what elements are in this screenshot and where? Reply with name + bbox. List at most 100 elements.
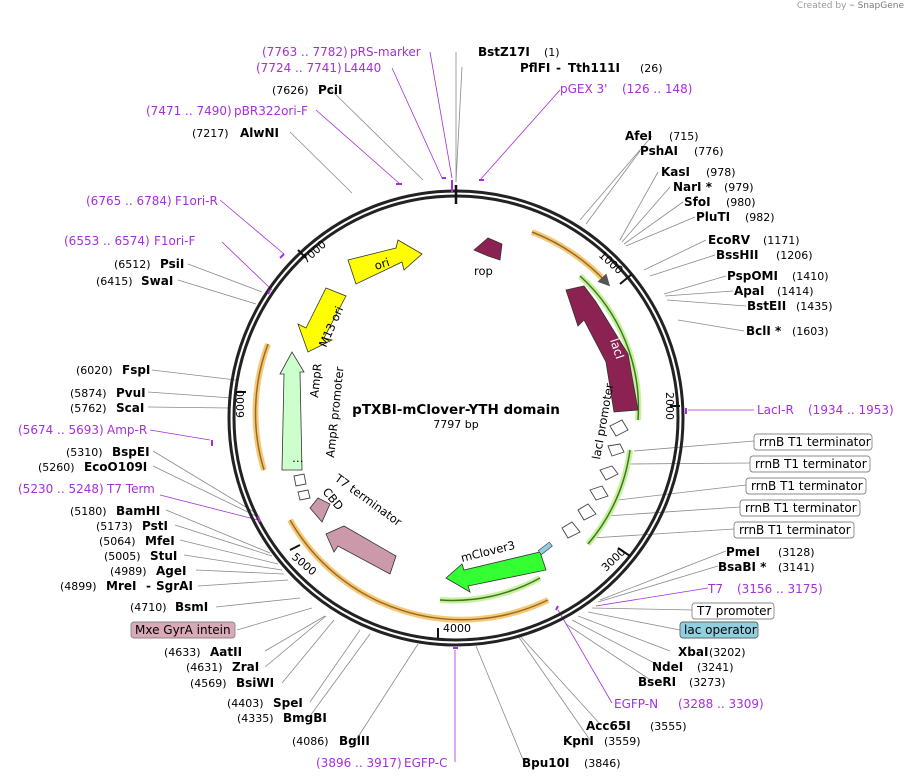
rrnb-2-label: rrnB T1 terminator <box>755 457 867 471</box>
bsiwi-enzyme: BsiWI <box>236 676 274 690</box>
primer-amp-r-name: Amp-R <box>107 423 147 437</box>
primer-t7-term-name: T7 Term <box>106 482 155 496</box>
bglii-enzyme: BglII <box>339 734 370 748</box>
bsteii-pos: (1435) <box>796 300 833 313</box>
ecorv-enzyme: EcoRV <box>708 233 751 247</box>
primer-egfp-c-range: (3896 .. 3917) <box>316 756 402 770</box>
laci-arrow <box>565 285 639 413</box>
ampr-label: AmpR <box>307 363 325 399</box>
tick-2000: 2000 <box>663 392 676 420</box>
terminator-glyphs <box>561 443 625 539</box>
ndei-enzyme: NdeI <box>652 660 683 674</box>
rrnb-4-label: rrnB T1 terminator <box>745 501 857 515</box>
pmei-enzyme: PmeI <box>726 545 760 559</box>
m13-ori-arrow <box>297 287 347 353</box>
svg-text:-: - <box>146 579 151 593</box>
kpni-enzyme: KpnI <box>563 734 594 748</box>
boxed-rrnb-1: rrnB T1 terminator <box>753 433 873 451</box>
pshai-pos: (776) <box>694 145 724 158</box>
stui-pos: (5005) <box>104 550 141 563</box>
rrnb-5-label: rrnB T1 terminator <box>739 523 851 537</box>
zrai-pos: (4631) <box>186 661 223 674</box>
xbai-enzyme: XbaI <box>678 645 708 659</box>
bsmi-enzyme: BsmI <box>175 600 208 614</box>
rop-arrow <box>473 237 503 261</box>
boxed-t7-promoter: T7 promoter <box>691 602 775 620</box>
scai-enzyme: ScaI <box>116 401 144 415</box>
ndei-pos: (3241) <box>697 661 734 674</box>
ori-arrow <box>347 239 423 285</box>
plasmid-name: pTXBI-mClover-YTH domain <box>352 402 560 418</box>
agei-enzyme: AgeI <box>156 564 186 578</box>
bseri-pos: (3273) <box>689 676 726 689</box>
psti-enzyme: PstI <box>142 519 168 533</box>
snapgene-logo-icon: ⌁ <box>849 1 855 11</box>
apai-pos: (1414) <box>777 285 814 298</box>
mclover3-arrow <box>445 551 547 593</box>
bmgbi-enzyme: BmgBI <box>283 711 327 725</box>
bsabi-enzyme: BsaBI * <box>718 560 767 574</box>
bsmi-pos: (4710) <box>130 601 167 614</box>
primer-f1ori-f: F1ori-F <box>154 234 195 248</box>
primer-f1ori-r: F1ori-R <box>175 194 218 208</box>
feature-bands <box>252 229 642 623</box>
snapgene-credit: Created by ⌁ SnapGene <box>797 1 904 11</box>
bsiwi-pos: (4569) <box>190 677 227 690</box>
acc65i-enzyme: Acc65I <box>586 719 631 733</box>
primer-prs-marker: pRS-marker <box>350 45 421 59</box>
fspi-pos: (6020) <box>76 364 113 377</box>
pvui-pos: (5874) <box>70 387 107 400</box>
credit-prefix: Created by <box>796 1 847 11</box>
primer-pgex3-name: pGEX 3' <box>560 82 607 96</box>
nari-pos: (979) <box>724 181 754 194</box>
small-promoter-glyphs <box>293 473 311 501</box>
primer-laci-r-name: LacI-R <box>757 403 794 417</box>
ecoo109i-enzyme: EcoO109I <box>84 460 147 474</box>
sfoi-enzyme: SfoI <box>684 195 711 209</box>
spei-pos: (4403) <box>227 697 264 710</box>
acc65i-pos: (3555) <box>650 720 687 733</box>
laci-label: lacI <box>607 337 627 361</box>
ecoo109i-pos: (5260) <box>38 461 75 474</box>
tick-6000: 6000 <box>234 390 247 418</box>
bcli-enzyme: BclI * <box>746 324 782 338</box>
ori-label: ori <box>373 255 392 273</box>
feature-rop: rop <box>473 237 503 278</box>
psii-enzyme: PsiI <box>160 257 184 271</box>
tth111i-enzyme: Tth111I <box>568 61 620 75</box>
pflfi-enzyme: PflFI <box>520 61 550 75</box>
pluti-enzyme: PluTI <box>696 210 730 224</box>
svg-text:-: - <box>556 61 561 75</box>
primer-laci-r-range: (1934 .. 1953) <box>808 403 894 417</box>
spei-enzyme: SpeI <box>273 696 303 710</box>
alwni-pos: (7217) <box>192 127 229 140</box>
pspomi-pos: (1410) <box>792 270 829 283</box>
scai-pos: (5762) <box>70 402 107 415</box>
boxed-mxe-gyra-intein: Mxe GyrA intein <box>130 621 236 639</box>
agei-pos: (4989) <box>110 565 147 578</box>
primer-t7-name: T7 <box>707 582 723 596</box>
t7-promoter-label: T7 promoter <box>696 604 772 618</box>
boxed-lac-operator: lac operator <box>679 621 759 639</box>
primer-egfp-n-range: (3288 .. 3309) <box>678 697 764 711</box>
afei-pos: (715) <box>669 130 699 143</box>
primer-t7-range: (3156 .. 3175) <box>737 582 823 596</box>
feature-ori: ori <box>347 239 423 285</box>
primer-egfp-c-name: EGFP-C <box>404 756 447 770</box>
feature-mxe-gyra-intein-arrow <box>325 525 397 575</box>
bsteii-enzyme: BstEII <box>747 299 786 313</box>
rrnb-3-label: rrnB T1 terminator <box>751 479 863 493</box>
plasmid-length: 7797 bp <box>433 418 478 431</box>
primer-site-marks <box>211 177 687 649</box>
bspei-pos: (5310) <box>66 446 103 459</box>
bspei-enzyme: BspEI <box>112 445 150 459</box>
credit-brand: SnapGene <box>857 1 904 11</box>
kasi-enzyme: KasI <box>661 165 690 179</box>
bstz17i-enzyme: BstZ17I <box>478 45 530 59</box>
mrei-enzyme: MreI <box>106 579 136 593</box>
primer-egfp-n-name: EGFP-N <box>614 697 658 711</box>
rop-label: rop <box>474 264 493 278</box>
pvui-enzyme: PvuI <box>116 386 146 400</box>
mfei-pos: (5064) <box>99 535 136 548</box>
alwni-enzyme: AlwNI <box>240 126 279 140</box>
